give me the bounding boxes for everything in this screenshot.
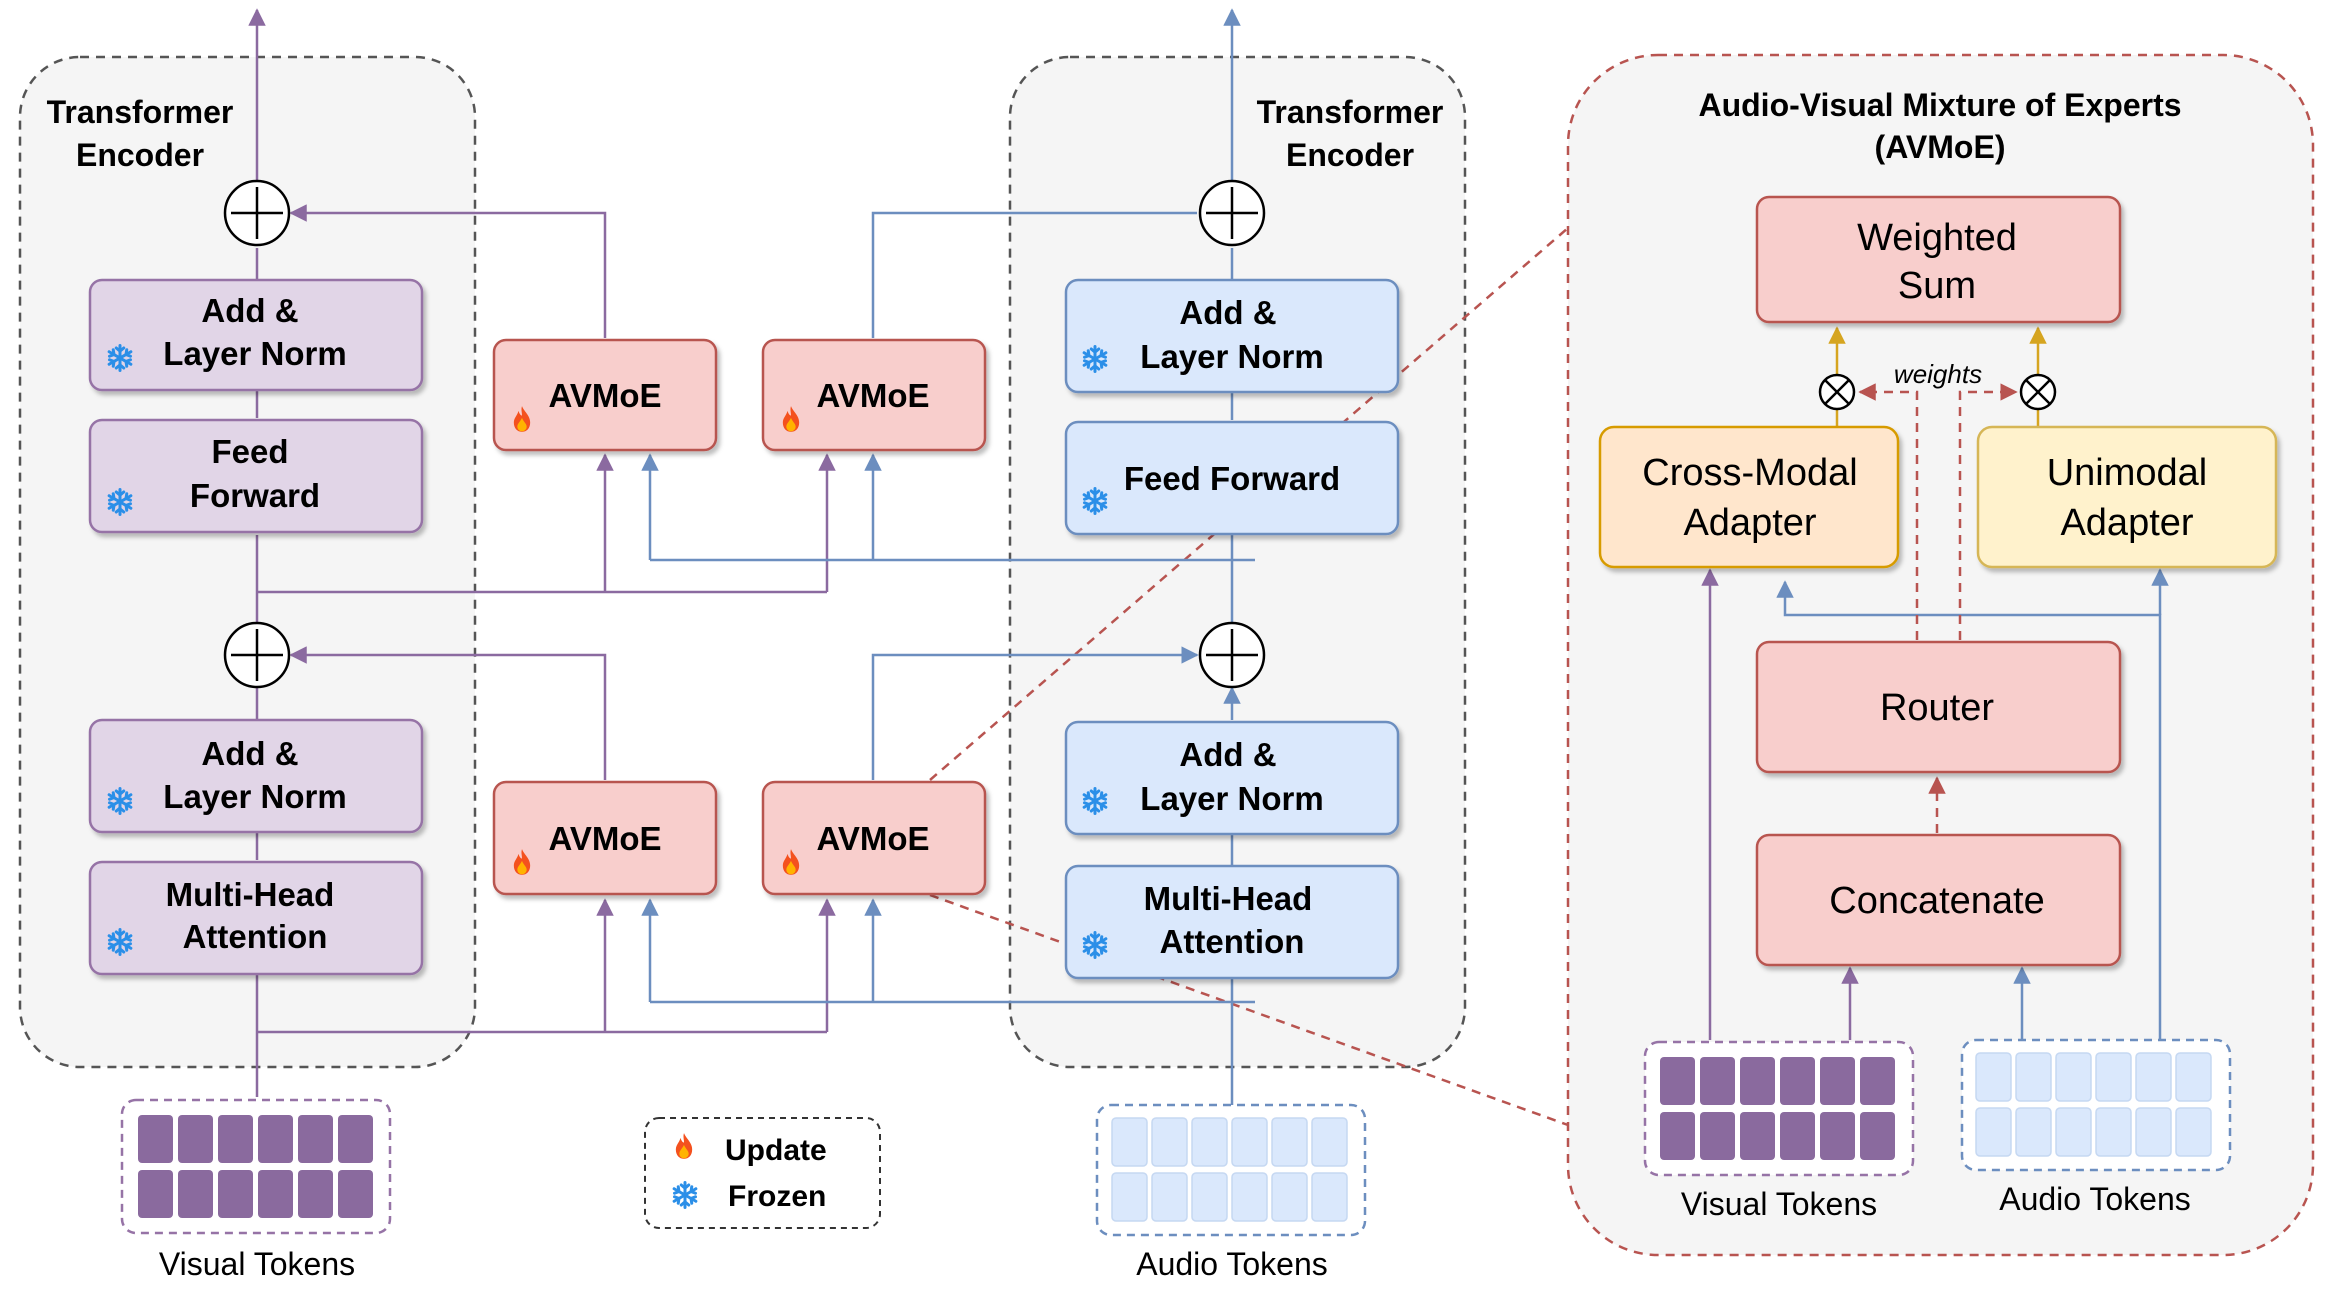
- right-feed-forward: Feed Forward: [1064, 420, 1400, 536]
- legend-frozen-label: Frozen: [728, 1180, 826, 1213]
- left-feed-forward-line1: Feed: [211, 433, 288, 470]
- visual-tokens-detail: [1643, 1040, 1915, 1177]
- left-encoder-title: Transformer: [47, 94, 234, 130]
- left-multi-head-attention: Multi-Head Attention: [88, 860, 424, 976]
- right-add-norm-top-line1: Add &: [1179, 294, 1276, 331]
- right-add-norm-top-line2: Layer Norm: [1140, 338, 1323, 375]
- weighted-sum-line2: Sum: [1898, 265, 1976, 307]
- right-mha-line1: Multi-Head: [1144, 880, 1313, 917]
- right-add-norm-bottom-line2: Layer Norm: [1140, 780, 1323, 817]
- avmoe-detail-title: Audio-Visual Mixture of Experts: [1698, 87, 2181, 123]
- unimodal-line2: Adapter: [2060, 502, 2193, 544]
- visual-tokens-detail-label: Visual Tokens: [1681, 1186, 1877, 1222]
- legend-update-label: Update: [725, 1134, 827, 1167]
- weights-label: weights: [1894, 359, 1982, 389]
- left-feed-forward-line2: Forward: [190, 477, 320, 514]
- right-multi-head-attention: Multi-Head Attention: [1064, 864, 1400, 980]
- visual-stream-connectors: [248, 8, 836, 1097]
- right-add-norm-bottom: Add & Layer Norm: [1064, 720, 1400, 836]
- left-add-norm-bottom-line2: Layer Norm: [163, 778, 346, 815]
- left-add-circle-bottom: [223, 621, 291, 689]
- unimodal-adapter-box: Unimodal Adapter: [1976, 425, 2278, 569]
- avmoe-block-audio-bottom: AVMoE: [761, 780, 987, 896]
- right-feed-forward-label: Feed Forward: [1124, 460, 1340, 497]
- avmoe-label: AVMoE: [548, 377, 661, 414]
- multiply-circle-left: [1818, 373, 1856, 411]
- cross-modal-adapter-box: Cross-Modal Adapter: [1598, 425, 1900, 569]
- avmoe-label: AVMoE: [816, 377, 929, 414]
- concatenate-box: Concatenate: [1755, 833, 2122, 967]
- avmoe-label: AVMoE: [816, 820, 929, 857]
- concatenate-label: Concatenate: [1829, 880, 2045, 922]
- weighted-sum-box: Weighted Sum: [1755, 195, 2122, 324]
- left-mha-line1: Multi-Head: [166, 876, 335, 913]
- router-box: Router: [1755, 640, 2122, 774]
- unimodal-line1: Unimodal: [2047, 452, 2208, 494]
- detail-connectors: [1701, 326, 2169, 1040]
- cross-modal-line2: Adapter: [1683, 502, 1816, 544]
- visual-tokens-main: [120, 1098, 392, 1235]
- cross-modal-line1: Cross-Modal: [1642, 452, 1857, 494]
- audio-stream-connectors: [641, 8, 1255, 1105]
- audio-tokens-label: Audio Tokens: [1136, 1246, 1328, 1282]
- right-encoder-title-2: Encoder: [1286, 137, 1414, 173]
- weighted-sum-line1: Weighted: [1857, 217, 2017, 259]
- avmoe-block-audio-top: AVMoE: [761, 338, 987, 452]
- left-add-norm-top: Add & Layer Norm: [88, 278, 424, 392]
- avmoe-label: AVMoE: [548, 820, 661, 857]
- right-add-circle-top: [1198, 179, 1266, 247]
- left-encoder-title-2: Encoder: [76, 137, 204, 173]
- audio-tokens-detail-label: Audio Tokens: [1999, 1181, 2191, 1217]
- audio-tokens-detail: [1960, 1038, 2232, 1172]
- left-feed-forward: Feed Forward: [88, 418, 424, 534]
- left-mha-line2: Attention: [183, 918, 328, 955]
- right-add-norm-top: Add & Layer Norm: [1064, 278, 1400, 394]
- legend: Update Frozen: [644, 1117, 881, 1229]
- avmoe-detail-subtitle: (AVMoE): [1875, 129, 2006, 165]
- audio-tokens-main: [1095, 1103, 1367, 1237]
- right-add-norm-bottom-line1: Add &: [1179, 736, 1276, 773]
- right-mha-line2: Attention: [1160, 923, 1305, 960]
- router-label: Router: [1880, 687, 1994, 729]
- left-add-circle-top: [223, 179, 291, 247]
- left-add-norm-top-line1: Add &: [201, 292, 298, 329]
- right-add-circle-bottom: [1198, 621, 1266, 689]
- zoom-line-bottom: [929, 893, 1569, 1127]
- left-add-norm-bottom-line1: Add &: [201, 735, 298, 772]
- multiply-circle-right: [2019, 373, 2057, 411]
- avmoe-block-visual-top: AVMoE: [492, 338, 718, 452]
- visual-tokens-label: Visual Tokens: [159, 1246, 355, 1282]
- left-add-norm-bottom: Add & Layer Norm: [88, 718, 424, 834]
- avmoe-block-visual-bottom: AVMoE: [492, 780, 718, 896]
- left-add-norm-top-line2: Layer Norm: [163, 335, 346, 372]
- right-encoder-title: Transformer: [1257, 94, 1444, 130]
